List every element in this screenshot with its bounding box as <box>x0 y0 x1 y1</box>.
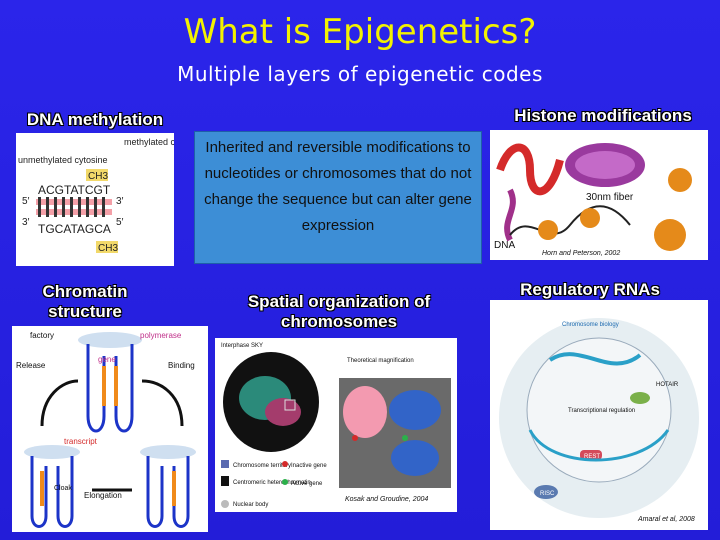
chromatin-fiber <box>548 352 642 366</box>
legend-active-swatch <box>282 479 288 485</box>
magnification-label: Theoretical magnification <box>347 358 414 364</box>
interphase-label: Interphase SKY <box>221 343 263 349</box>
chromatin-diagram: factory polymerase Release Binding gene … <box>16 331 196 528</box>
factory-right <box>140 445 196 459</box>
definition-box: Inherited and reversible modifications t… <box>194 131 482 264</box>
ch3-bottom-box <box>96 241 118 253</box>
rest-complex <box>580 450 602 460</box>
nucleus-territory-2 <box>265 398 301 426</box>
methylated-label: methylated cytosine <box>124 137 174 147</box>
rna-diagram: Chromosome biology HOTAIR Transcriptiona… <box>499 318 699 518</box>
loop-top-right <box>114 344 134 433</box>
five-prime-top: 5′ <box>22 196 30 207</box>
gene-label: gene <box>98 355 116 364</box>
transcript-path <box>528 429 670 462</box>
rna-citation: Amaral et al, 2008 <box>638 516 695 523</box>
inactive-gene-dot <box>352 435 358 441</box>
binding-label: Binding <box>168 361 195 370</box>
release-arrow <box>40 379 79 427</box>
legend-centromeric-swatch <box>221 476 229 486</box>
legend-inactive-swatch <box>282 461 288 467</box>
spatial-citation: Kosak and Groudine, 2004 <box>345 496 429 503</box>
ch3-bottom: CH3 <box>98 243 118 254</box>
chromatin-red-strand <box>496 143 564 196</box>
nucleosome-1 <box>538 220 558 240</box>
gene-segment <box>102 366 118 406</box>
heading-histone-modifications: Histone modifications <box>514 106 692 125</box>
loop-bottom-right <box>146 456 190 528</box>
legend-inactive: Inactive gene <box>291 463 327 469</box>
loop-bottom-left <box>30 456 74 528</box>
pink-territory <box>343 386 387 438</box>
heading-spatial-organization: Spatial organization of chromosomes <box>247 292 431 331</box>
base-pairs <box>36 197 112 217</box>
polymerase-label: polymerase <box>140 331 182 340</box>
three-prime-bottom: 3′ <box>22 217 30 228</box>
strand-bottom: TGCATAGCA <box>38 222 111 236</box>
blue-territory-2 <box>391 440 439 476</box>
slide-subtitle: Multiple layers of epigenetic codes <box>177 62 543 86</box>
cloak-label: Cloak <box>54 485 72 492</box>
dna-strand <box>509 205 631 236</box>
fiber-label: 30nm fiber <box>586 192 634 203</box>
rna-figure: Chromosome biology HOTAIR Transcriptiona… <box>490 300 708 530</box>
nucleosome-3 <box>654 219 686 251</box>
histone-figure: 30nm fiber DNA Horn and Peterson, 2002 <box>490 130 708 260</box>
factory-ellipse <box>78 332 142 348</box>
loop-top-left <box>86 344 106 433</box>
legend-nuclear-body-swatch <box>221 500 229 508</box>
regulation-label: Transcriptional regulation <box>568 408 635 414</box>
histone-diagram: 30nm fiber DNA <box>494 143 692 251</box>
heading-regulatory-rnas: Regulatory RNAs <box>520 280 660 299</box>
binding-arrow <box>141 379 184 427</box>
spatial-diagram: Interphase SKY Theoretical magnification… <box>221 343 451 508</box>
risc-complex <box>534 485 558 499</box>
legend-nuclear-body: Nuclear body <box>233 502 268 508</box>
heading-dna-methylation: DNA methylation <box>26 110 164 129</box>
nucleosome-4 <box>668 168 692 192</box>
elongation-label: Elongation <box>84 491 122 500</box>
factory-label: factory <box>30 331 54 340</box>
histone-citation: Horn and Peterson, 2002 <box>542 250 621 257</box>
slide-title: What is Epigenetics? <box>183 12 537 52</box>
five-prime-bottom: 5′ <box>116 217 124 228</box>
nucleosome-2 <box>580 208 600 228</box>
magnify-square <box>284 399 296 411</box>
dna-label: DNA <box>494 240 515 251</box>
hotair-label: HOTAIR <box>656 382 679 388</box>
legend-active: Active gene <box>291 481 323 487</box>
chromatin-purple-strand <box>504 188 516 242</box>
three-prime-top: 3′ <box>116 196 124 207</box>
chromatin-figure: factory polymerase Release Binding gene … <box>12 326 208 532</box>
rna-biology-label: Chromosome biology <box>562 322 619 328</box>
risc-label: RISC <box>540 491 555 497</box>
nucleus-outline <box>526 337 672 483</box>
dna-methylation-diagram: unmethylated cytosine methylated cytosin… <box>18 137 174 254</box>
hotair-complex <box>630 392 650 404</box>
factory-left <box>24 445 80 459</box>
ch3-top: CH3 <box>88 171 108 182</box>
strand-top: ACGTATCGT <box>38 183 111 197</box>
release-label: Release <box>16 361 46 370</box>
ch3-top-box <box>86 169 108 181</box>
rest-label: REST <box>584 454 600 460</box>
unmethylated-label: unmethylated cytosine <box>18 155 108 165</box>
fiber-coil-inner <box>575 151 635 179</box>
spatial-figure: Interphase SKY Theoretical magnification… <box>215 338 457 512</box>
legend-territory: Chromosome territory <box>233 463 291 469</box>
legend-centromeric: Centromeric heterochromatin <box>233 480 311 486</box>
transcript-label: transcript <box>64 437 98 446</box>
legend-territory-swatch <box>221 460 229 468</box>
active-gene-dot <box>402 435 408 441</box>
heading-chromatin-structure: Chromatin structure <box>42 282 128 321</box>
dna-methylation-figure: unmethylated cytosine methylated cytosin… <box>16 133 174 266</box>
blue-territory-1 <box>389 390 441 430</box>
